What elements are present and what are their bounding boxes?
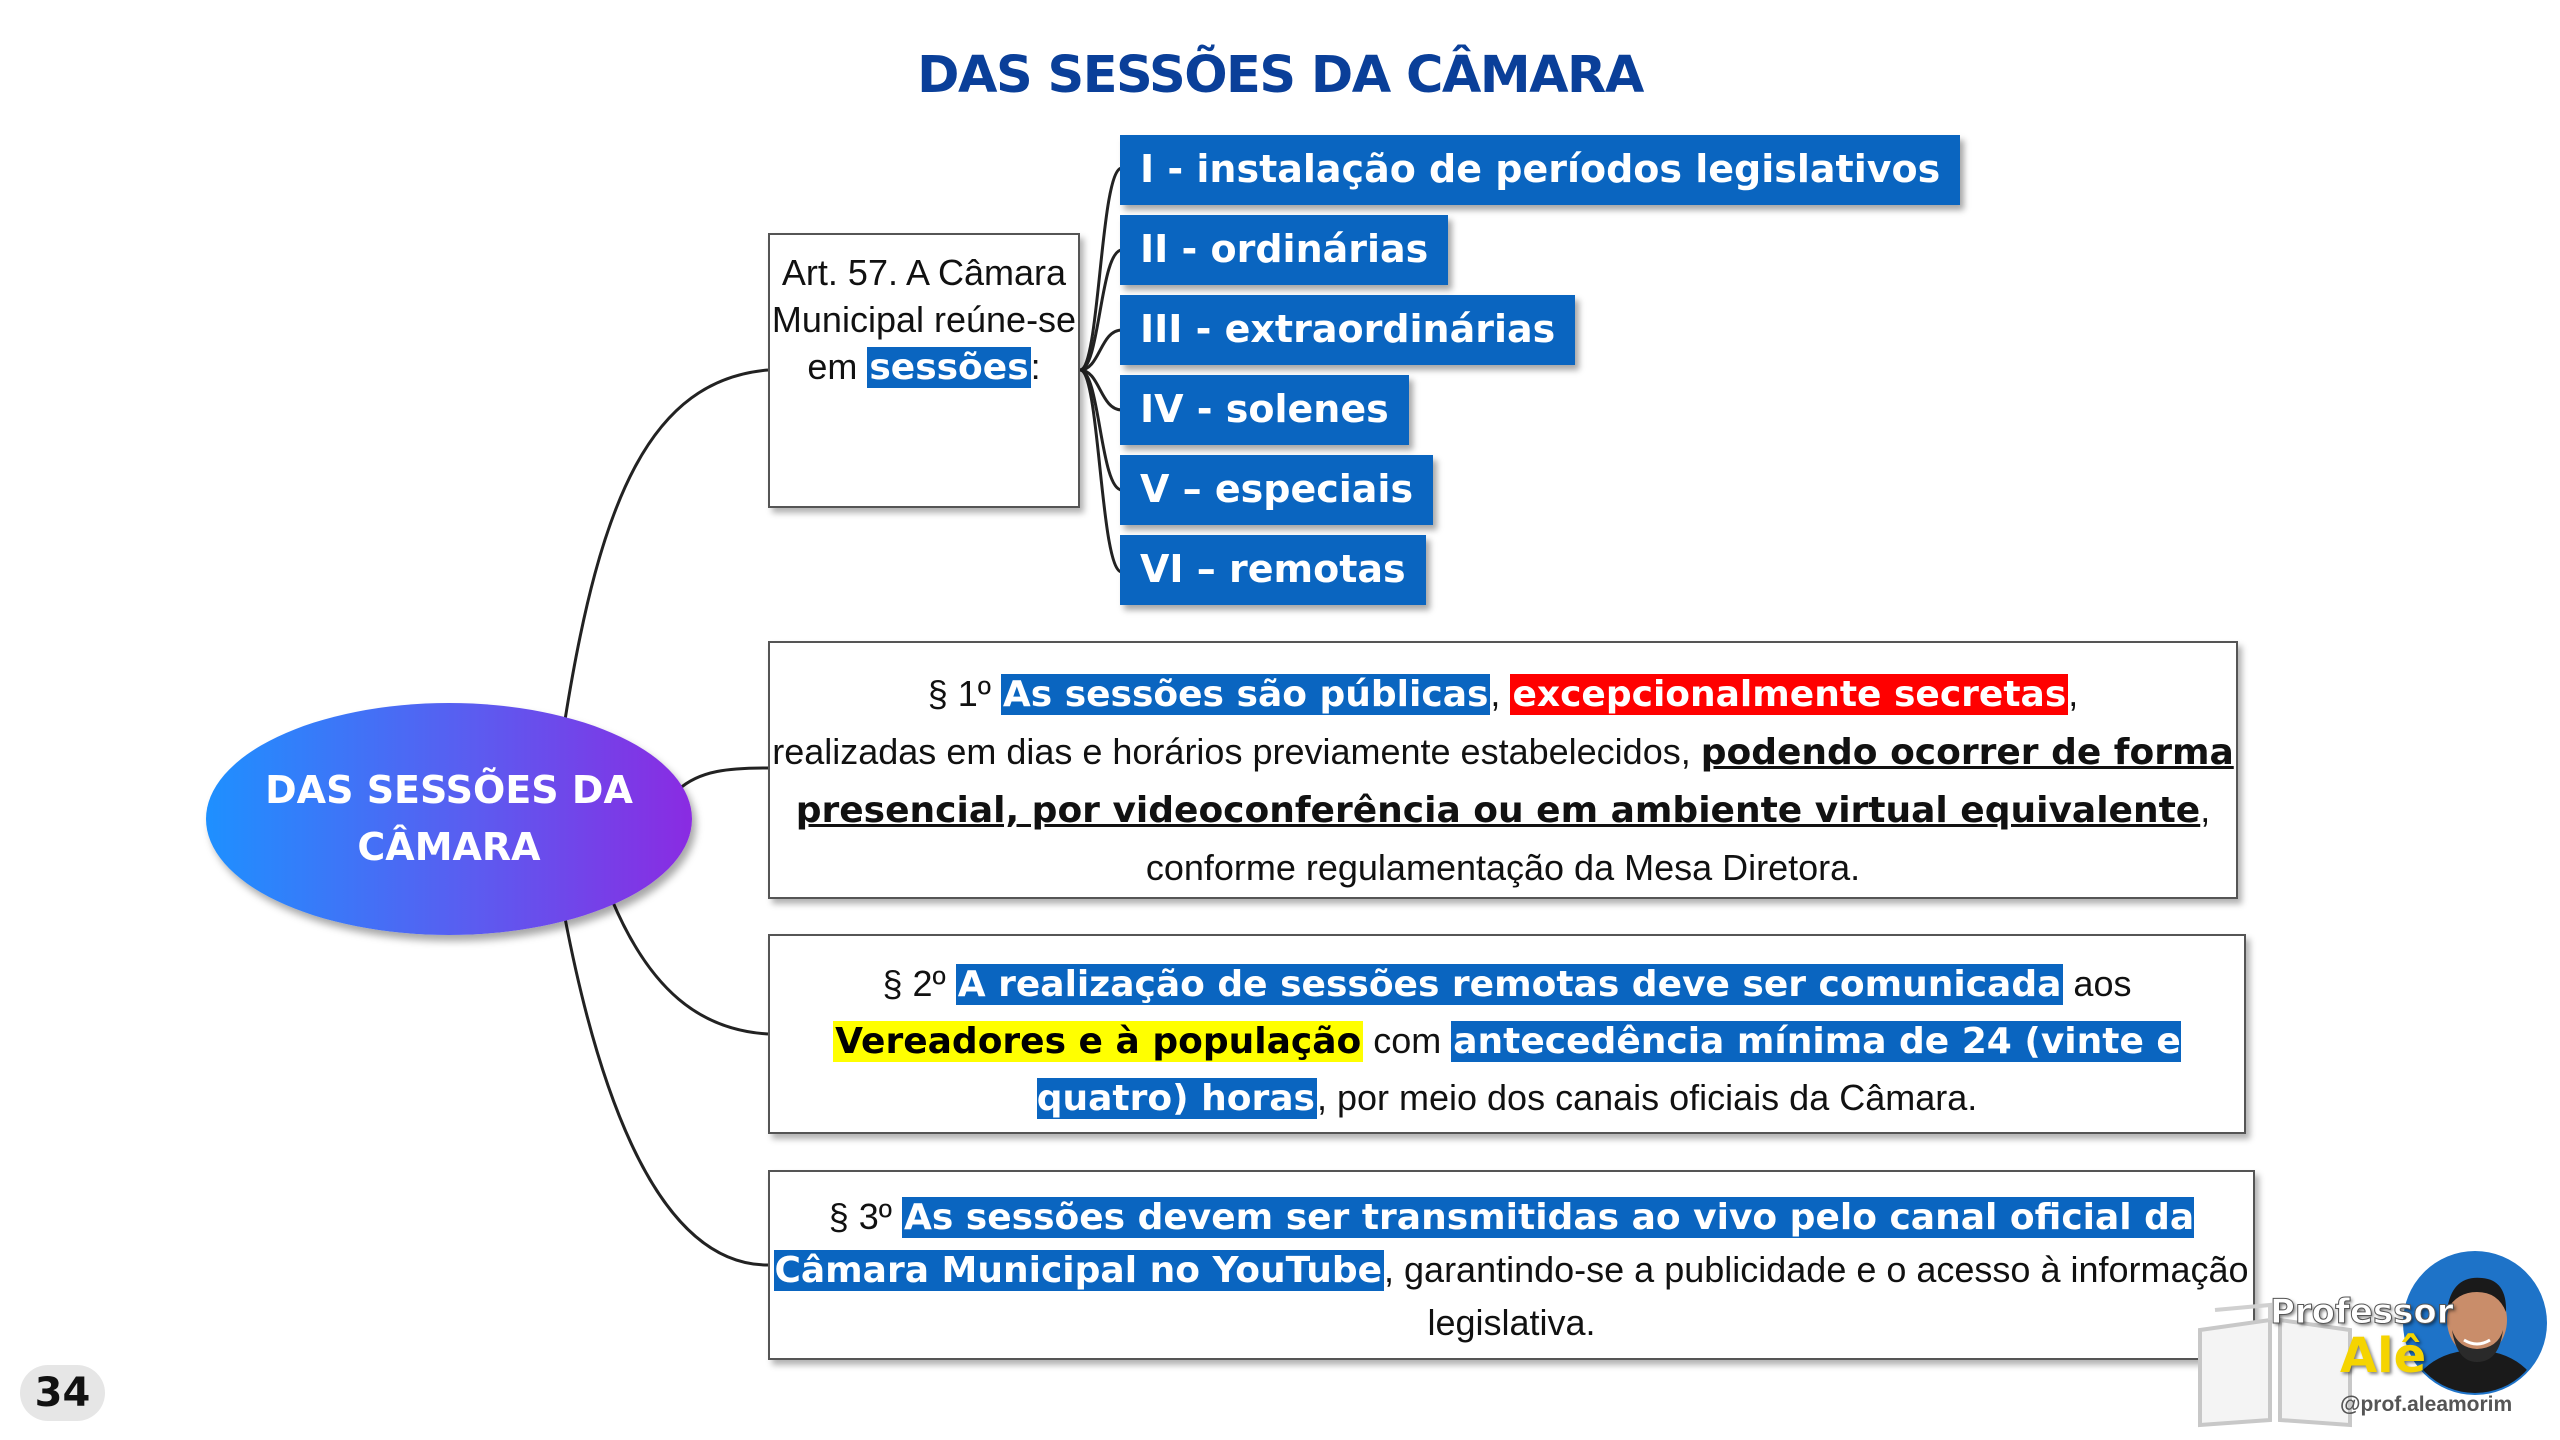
- par2-end: , por meio dos canais oficiais da Câmara…: [1316, 1077, 1978, 1118]
- session-type-item: IV - solenes: [1120, 375, 1409, 445]
- art57-suffix: :: [1030, 346, 1041, 387]
- art57-box: Art. 57. A Câmara Municipal reúne-se em …: [768, 233, 1080, 508]
- art57-highlight: sessões: [867, 347, 1031, 388]
- paragraph-1-box: § 1º As sessões são públicas, excepciona…: [768, 641, 2238, 899]
- par1-public-highlight: As sessões são públicas: [1000, 674, 1491, 715]
- session-type-item: VI – remotas: [1120, 535, 1426, 605]
- par1-end: , conforme regulamentação da Mesa Direto…: [1145, 789, 2211, 888]
- book-icon: [2198, 1302, 2352, 1428]
- par1-prefix: § 1º: [927, 673, 1001, 714]
- par2-text-1: aos: [2063, 963, 2132, 1004]
- par2-highlight-1: A realização de sessões remotas deve ser…: [955, 964, 2064, 1005]
- par3-prefix: § 3º: [828, 1196, 902, 1237]
- brand-line-2: Alê: [2340, 1328, 2427, 1384]
- session-type-item: I - instalação de períodos legislativos: [1120, 135, 1961, 205]
- brand-handle: @prof.aleamorim: [2340, 1393, 2513, 1416]
- par2-prefix: § 2º: [882, 963, 956, 1004]
- art57-text: Art. 57. A Câmara Municipal reúne-se em: [771, 252, 1077, 387]
- par1-comma1: ,: [1490, 673, 1511, 714]
- par1-comma2: ,: [2068, 673, 2079, 714]
- par2-text-2: com: [1363, 1020, 1452, 1061]
- brand-line-1: Professor: [2270, 1292, 2454, 1333]
- paragraph-3-box: § 3º As sessões devem ser transmitidas a…: [768, 1170, 2255, 1360]
- session-type-item: V – especiais: [1120, 455, 1434, 525]
- central-topic-label: DAS SESSÕES DA CÂMARA: [265, 768, 633, 869]
- par1-mid: realizadas em dias e horários previament…: [772, 731, 1701, 772]
- session-type-item: III - extraordinárias: [1120, 295, 1576, 365]
- par2-yellow-highlight: Vereadores e à população: [833, 1021, 1364, 1062]
- central-topic: DAS SESSÕES DA CÂMARA: [206, 703, 692, 935]
- avatar: [2403, 1251, 2547, 1395]
- par3-end: , garantindo-se a publicidade e o acesso…: [1384, 1249, 2249, 1343]
- par1-bold-underlined: podendo ocorrer de forma presencial, por…: [795, 732, 2234, 831]
- session-type-item: II - ordinárias: [1120, 215, 1449, 285]
- brand-logo: Professor Alê @prof.aleamorim: [2190, 1250, 2560, 1440]
- page-title: DAS SESSÕES DA CÂMARA: [917, 46, 1644, 105]
- paragraph-2-box: § 2º A realização de sessões remotas dev…: [768, 934, 2246, 1134]
- par1-secret-highlight: excepcionalmente secretas: [1510, 674, 2069, 715]
- page-number: 34: [20, 1365, 105, 1421]
